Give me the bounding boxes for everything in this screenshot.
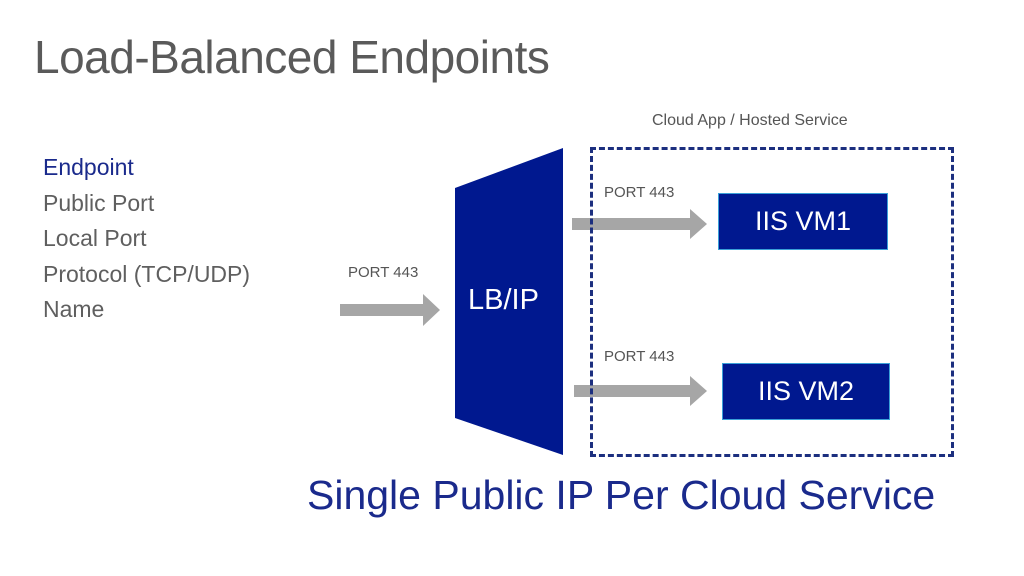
- vm2-port-label: PORT 443: [604, 348, 675, 365]
- iis-vm2-label: IIS VM2: [757, 376, 855, 406]
- incoming-port-label: PORT 443: [348, 264, 419, 281]
- iis-vm2-box: IIS VM2: [722, 363, 890, 420]
- endpoint-property-public-port: Public Port: [43, 189, 155, 216]
- cloud-service-boundary: [590, 147, 954, 457]
- slide-title: Load-Balanced Endpoints: [34, 31, 550, 83]
- load-balancer-label: LB/IP: [468, 284, 539, 316]
- endpoint-heading: Endpoint: [43, 154, 134, 180]
- arrow-to-vm1: [572, 209, 707, 239]
- load-balancer-shape: [455, 148, 563, 455]
- iis-vm1-box: IIS VM1: [718, 193, 888, 250]
- cloud-service-label: Cloud App / Hosted Service: [652, 112, 848, 129]
- incoming-arrow: [340, 294, 440, 326]
- iis-vm1-label: IIS VM1: [754, 206, 852, 236]
- arrow-to-vm2: [574, 376, 707, 406]
- endpoint-property-name: Name: [43, 296, 105, 322]
- endpoint-property-protocol: Protocol (TCP/UDP): [43, 260, 251, 287]
- endpoint-property-local-port: Local Port: [43, 225, 147, 251]
- footer-caption: Single Public IP Per Cloud Service: [307, 472, 936, 518]
- vm1-port-label: PORT 443: [604, 184, 675, 201]
- endpoint-properties-list: Endpoint Public Port Local Port Protocol…: [43, 150, 250, 328]
